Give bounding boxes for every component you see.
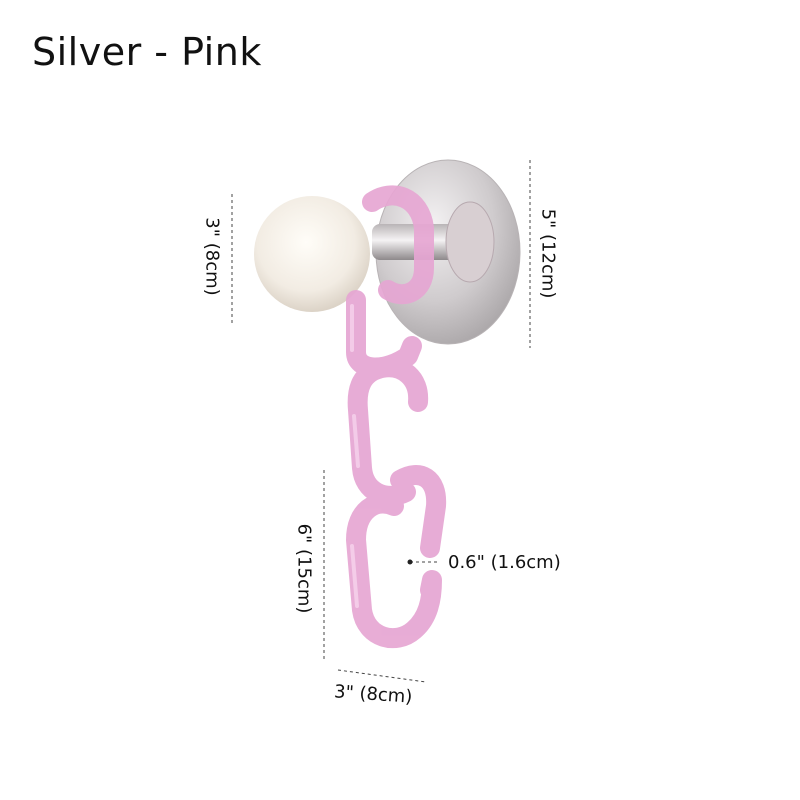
chain-link-bottom [346, 493, 442, 649]
dim-dot-rod [407, 559, 413, 565]
dim-label-rod: 0.6" (1.6cm) [448, 552, 561, 573]
dim-label-globe: 3" (8cm) [201, 217, 223, 296]
chain-link-third [347, 357, 429, 506]
dim-label-link-height: 6" (15cm) [293, 523, 315, 614]
dim-label-backplate: 5" (12cm) [537, 208, 559, 299]
dim-line-link-width [337, 669, 427, 683]
chain-link-fourth [390, 465, 447, 558]
dimension-lines [231, 160, 531, 683]
mount-cap [445, 201, 495, 283]
product-title: Silver - Pink [32, 30, 262, 74]
chain-link-top [362, 185, 434, 305]
chain-highlights [350, 304, 360, 608]
globe-shade [254, 196, 370, 312]
chain [346, 185, 447, 649]
